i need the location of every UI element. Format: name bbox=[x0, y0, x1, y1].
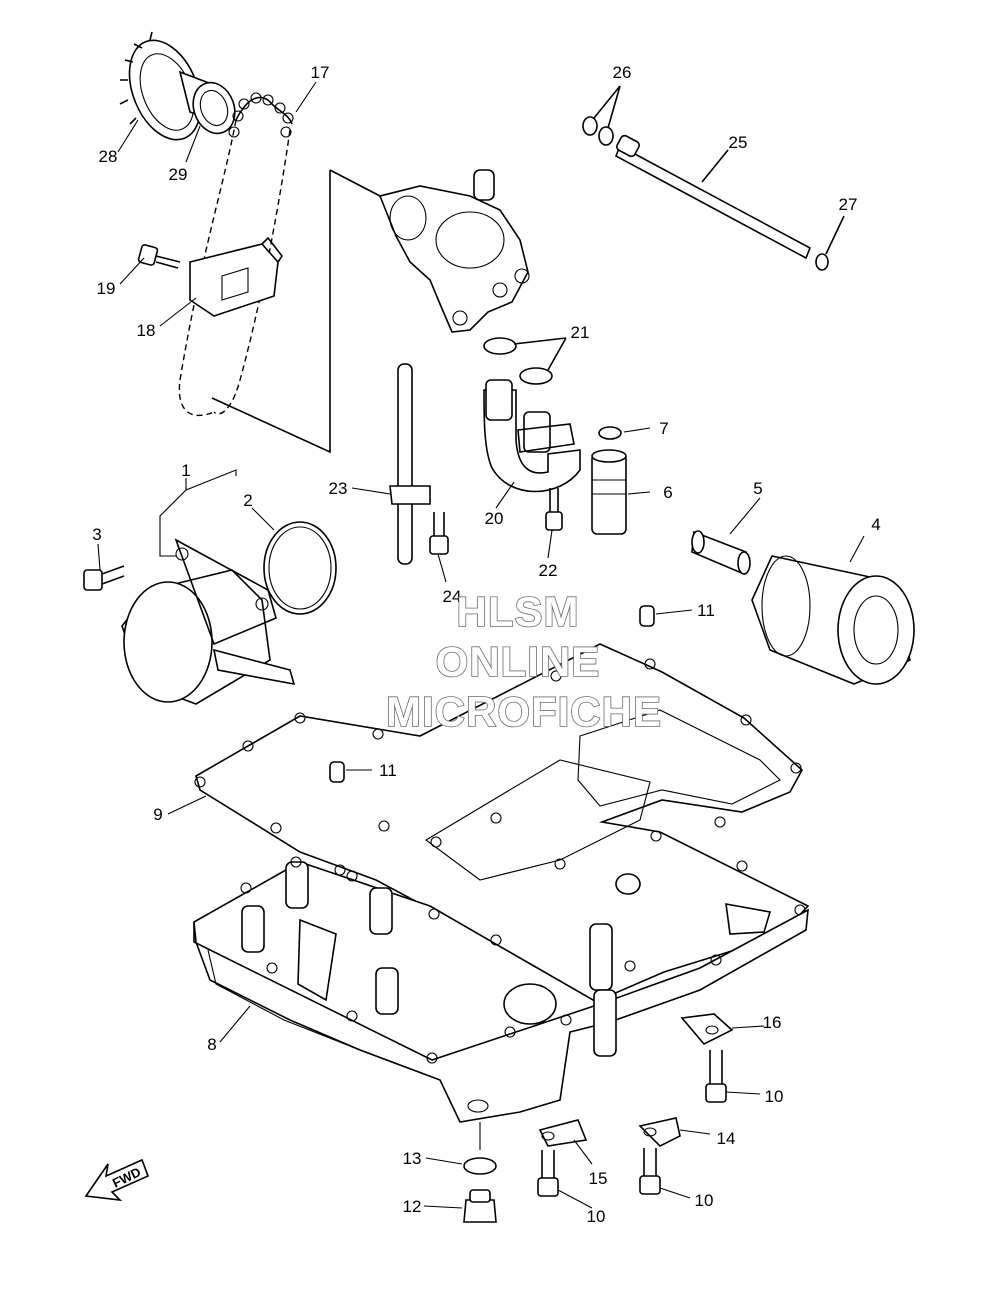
callout-19: 19 bbox=[97, 279, 116, 298]
callout-29: 29 bbox=[169, 165, 188, 184]
callout-4: 4 bbox=[871, 515, 880, 534]
pipe-bolt bbox=[545, 488, 563, 531]
callout-5: 5 bbox=[753, 479, 762, 498]
watermark-line-2: ONLINE bbox=[436, 638, 601, 685]
callout-3: 3 bbox=[92, 525, 101, 544]
callout-22: 22 bbox=[539, 561, 558, 580]
callout-11-upper: 11 bbox=[697, 601, 715, 620]
oil-pump-drive-chain bbox=[178, 92, 294, 417]
oil-strainer-pipe bbox=[389, 363, 431, 565]
callout-18: 18 bbox=[137, 321, 156, 340]
oil-filter-cartridge bbox=[751, 555, 915, 685]
watermark: HLSM ONLINE MICROFICHE bbox=[385, 587, 662, 736]
callout-10-lower-right: 10 bbox=[695, 1191, 714, 1210]
oil-pan bbox=[193, 856, 809, 1123]
callout-12: 12 bbox=[403, 1197, 422, 1216]
callout-23: 23 bbox=[329, 479, 348, 498]
callout-14: 14 bbox=[717, 1129, 736, 1148]
leader-pump-upper bbox=[329, 169, 381, 197]
callout-6: 6 bbox=[663, 483, 672, 502]
watermark-line-3: MICROFICHE bbox=[386, 688, 662, 735]
leader-21 bbox=[513, 337, 567, 371]
callout-9: 9 bbox=[153, 805, 162, 824]
o-ring bbox=[598, 426, 622, 440]
callout-10-lower-center: 10 bbox=[587, 1207, 606, 1226]
pan-bolt bbox=[705, 1050, 727, 1103]
callout-13: 13 bbox=[403, 1149, 422, 1168]
callout-17: 17 bbox=[311, 63, 330, 82]
cooler-bolt bbox=[83, 565, 125, 591]
oil-pump-assembly bbox=[378, 169, 530, 333]
leader-pump-bracket bbox=[211, 170, 331, 454]
callout-26: 26 bbox=[613, 63, 632, 82]
guide-bolt bbox=[137, 244, 181, 269]
o-ring bbox=[582, 116, 598, 136]
callout-15: 15 bbox=[589, 1169, 608, 1188]
bearing bbox=[178, 70, 236, 135]
chain-guide bbox=[189, 236, 283, 317]
oil-filter-union-bolt bbox=[691, 530, 751, 576]
callout-11-left: 11 bbox=[379, 761, 397, 780]
pan-bolt bbox=[537, 1150, 559, 1197]
drain-bolt bbox=[463, 1189, 497, 1223]
cable-bracket bbox=[638, 1117, 681, 1147]
callout-7: 7 bbox=[659, 419, 668, 438]
callout-16: 16 bbox=[763, 1013, 782, 1032]
strainer-bolt bbox=[429, 512, 449, 555]
drain-gasket bbox=[463, 1157, 497, 1175]
callout-1: 1 bbox=[181, 461, 190, 480]
callout-21: 21 bbox=[571, 323, 590, 342]
callout-leaders bbox=[97, 81, 865, 1209]
hose-clamp-bracket bbox=[680, 1013, 734, 1045]
callout-25: 25 bbox=[729, 133, 748, 152]
callout-28: 28 bbox=[99, 147, 118, 166]
oil-pan-gasket bbox=[194, 643, 810, 1011]
relief-valve bbox=[591, 449, 627, 535]
callout-24: 24 bbox=[443, 587, 462, 606]
forward-direction-arrow: FWD bbox=[84, 1158, 150, 1202]
oil-cooler bbox=[121, 538, 296, 705]
callout-10-bracket: 10 bbox=[765, 1087, 784, 1106]
leader-26 bbox=[593, 85, 621, 129]
callout-2: 2 bbox=[243, 491, 252, 510]
oil-cooler-o-ring bbox=[263, 521, 337, 615]
dowel-pin bbox=[639, 605, 655, 627]
o-ring bbox=[483, 337, 517, 355]
dowel-pin bbox=[329, 761, 345, 783]
leader-27 bbox=[825, 215, 845, 255]
oil-delivery-pipe bbox=[483, 379, 581, 493]
pan-bolt bbox=[639, 1148, 661, 1195]
watermark-line-1: HLSM bbox=[457, 588, 580, 635]
fwd-label: FWD bbox=[110, 1164, 143, 1190]
o-ring bbox=[598, 126, 614, 146]
o-ring bbox=[519, 367, 553, 385]
callout-8: 8 bbox=[207, 1035, 216, 1054]
leader-25 bbox=[701, 149, 729, 183]
oil-pump-shaft bbox=[614, 134, 812, 260]
hose-guide-bracket bbox=[538, 1119, 588, 1147]
callout-20: 20 bbox=[485, 509, 504, 528]
o-ring bbox=[815, 253, 829, 271]
callout-27: 27 bbox=[839, 195, 858, 214]
